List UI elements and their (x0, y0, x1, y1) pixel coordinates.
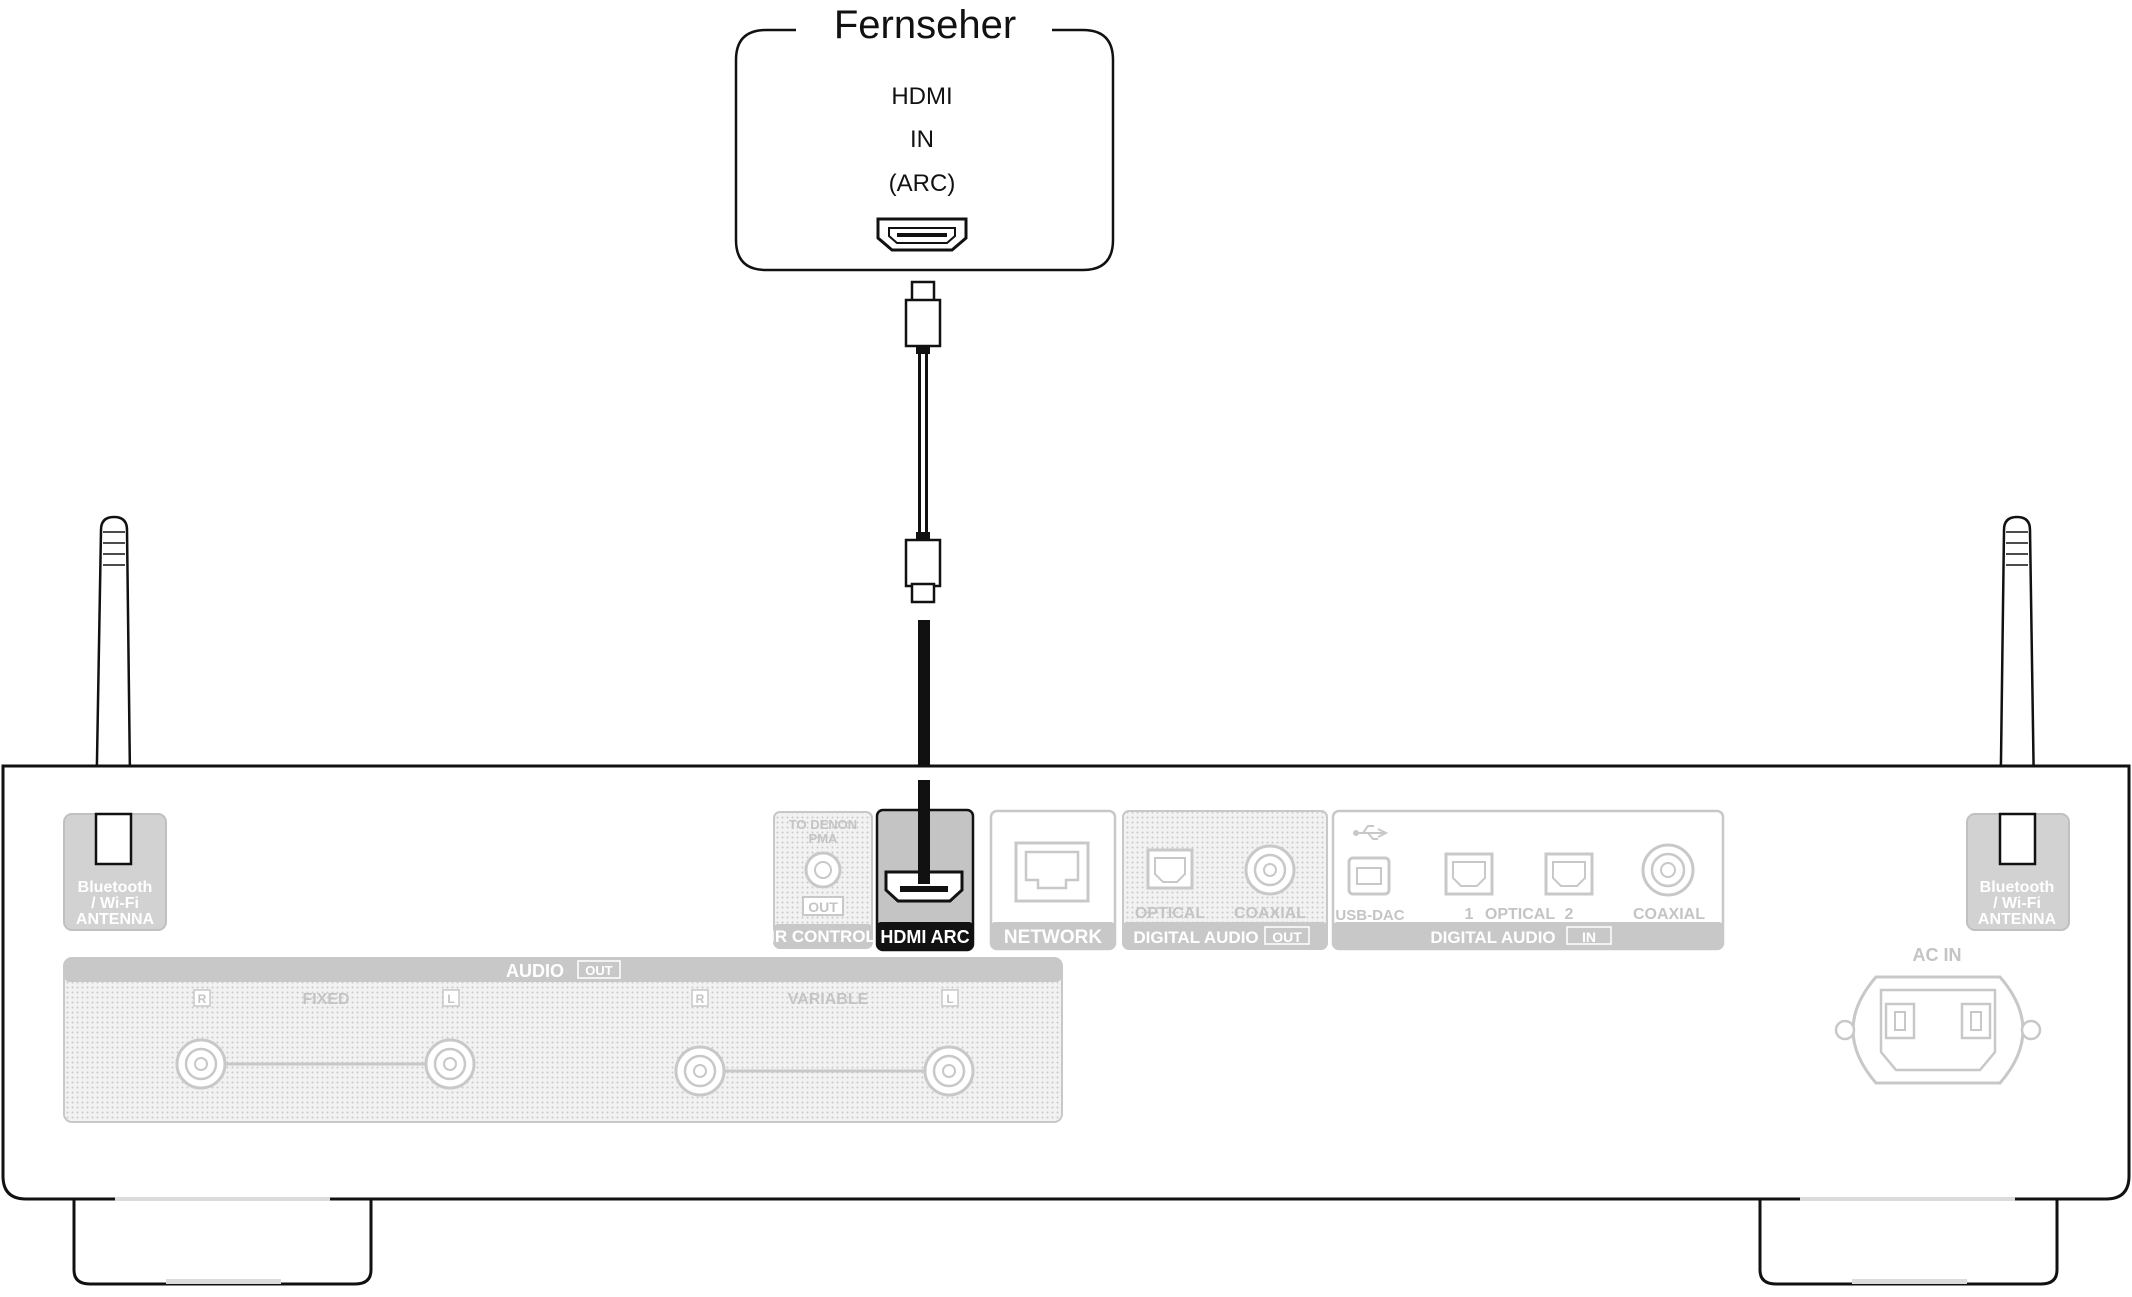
digital-audio-in-panel: USB-DAC 1 OPTICAL 2 COAXIAL DIGITAL AUDI… (1331, 809, 1725, 951)
fixed-l-label: L (447, 992, 454, 1006)
ir-control-label: IR CONTROL (770, 927, 876, 946)
fixed-r-jack-icon (175, 1038, 227, 1090)
antenna-left-label-2: / Wi-Fi (91, 895, 139, 912)
ir-control-panel: TO DENON PMA OUT IR CONTROL (770, 811, 876, 949)
ir-out-tag: OUT (808, 899, 838, 915)
variable-l-label: L (946, 992, 953, 1006)
optical-in-2-port-icon (1544, 852, 1594, 896)
hdmi-arc-port-icon (884, 870, 964, 903)
ir-top-label-1: TO DENON (789, 817, 857, 832)
optical-in-1-port-icon (1444, 852, 1494, 896)
usb-icon (1353, 825, 1389, 840)
usb-dac-label: USB-DAC (1335, 907, 1404, 924)
tv-port-label-hdmi: HDMI (891, 83, 952, 110)
tv-port-label-arc: (ARC) (889, 170, 956, 197)
ac-inlet-icon (1834, 975, 2042, 1085)
ethernet-port-icon (1014, 841, 1090, 903)
network-label: NETWORK (1004, 927, 1102, 948)
coaxial-in-jack-icon (1641, 843, 1695, 897)
usb-dac-port-icon (1347, 856, 1391, 896)
opt-in-1-label: 1 (1465, 906, 1474, 923)
dig-in-tag: IN (1582, 929, 1596, 945)
dig-out-label: DIGITAL AUDIO (1133, 928, 1258, 947)
hdmi-arc-label: HDMI ARC (880, 927, 969, 947)
digital-audio-out-panel: OPTICAL COAXIAL DIGITAL AUDIO OUT (1122, 810, 1328, 950)
opt-in-2-label: 2 (1565, 906, 1574, 923)
audio-out-label: AUDIO (506, 961, 564, 981)
audio-out-tag: OUT (585, 963, 613, 978)
antenna-right-label-3: ANTENNA (1978, 911, 2057, 928)
ir-top-label-2: PMA (809, 831, 839, 846)
tv-box: Fernseher HDMI IN (ARC) (734, 3, 1115, 272)
antenna-base-left: Bluetooth / Wi-Fi ANTENNA (63, 812, 167, 931)
variable-label: VARIABLE (788, 991, 869, 1008)
antenna-left-label-1: Bluetooth (78, 879, 153, 896)
antenna-right-label-2: / Wi-Fi (1993, 895, 2041, 912)
antenna-left-label-3: ANTENNA (76, 911, 155, 928)
tv-port-label-in: IN (910, 126, 934, 153)
ac-in-label: AC IN (1913, 945, 1962, 965)
dig-out-coaxial-label: COAXIAL (1234, 905, 1306, 922)
fixed-r-label: R (198, 992, 207, 1006)
tv-hdmi-port-icon (876, 217, 968, 252)
variable-r-jack-icon (674, 1045, 726, 1097)
variable-r-label: R (696, 992, 705, 1006)
optical-out-port-icon (1146, 848, 1194, 890)
fixed-label: FIXED (302, 991, 349, 1008)
dig-in-coaxial-label: COAXIAL (1633, 906, 1705, 923)
variable-l-jack-icon (923, 1045, 975, 1097)
antenna-right-label-1: Bluetooth (1980, 879, 2055, 896)
ac-in-panel: AC IN (1834, 945, 2042, 1085)
dig-out-tag: OUT (1272, 929, 1302, 945)
coaxial-out-jack-icon (1244, 844, 1296, 896)
dig-out-optical-label: OPTICAL (1135, 905, 1205, 922)
opt-in-label: OPTICAL (1485, 906, 1555, 923)
dig-in-label: DIGITAL AUDIO (1430, 928, 1555, 947)
antenna-base-right: Bluetooth / Wi-Fi ANTENNA (1966, 812, 2070, 931)
audio-out-panel: AUDIO OUT R FIXED L R VARIABLE L (63, 957, 1063, 1123)
fixed-l-jack-icon (424, 1038, 476, 1090)
network-panel: NETWORK (989, 809, 1117, 951)
tv-title: Fernseher (834, 3, 1016, 47)
